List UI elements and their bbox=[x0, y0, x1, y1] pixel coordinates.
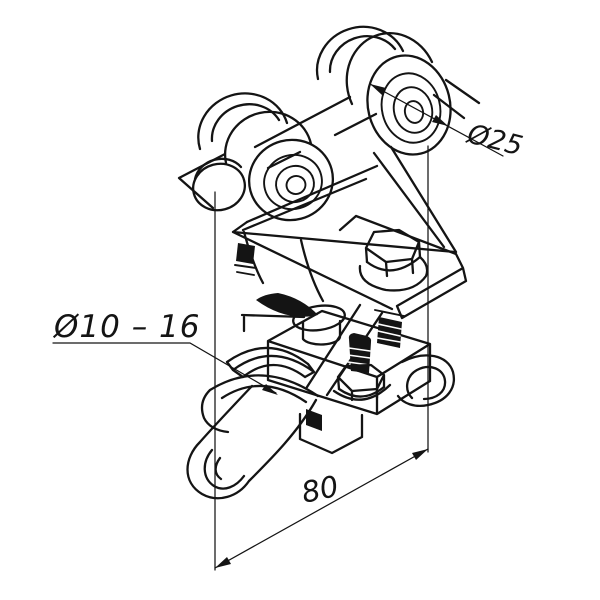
swivel-disc bbox=[292, 304, 346, 332]
wheel-front-left-flange-edge bbox=[263, 153, 323, 211]
kingpin-thread bbox=[377, 317, 402, 348]
clamp-block-slot bbox=[306, 409, 322, 431]
width-dimension-text: 80 bbox=[298, 469, 341, 510]
clamp-nut-washer bbox=[332, 383, 392, 401]
dimension-annotations: 80 Ø25 Ø10 – 16 bbox=[52, 83, 526, 571]
axle-end-cap-disc bbox=[192, 162, 246, 212]
roller-diameter-text: Ø25 bbox=[463, 118, 525, 162]
rear-clamp-bolt bbox=[236, 243, 255, 264]
wheel-front-right-back-flange bbox=[345, 32, 434, 106]
wheel-front-left-back-flange bbox=[223, 110, 313, 165]
hex-bolt-top-base bbox=[358, 255, 429, 292]
width-arrow-left bbox=[215, 557, 231, 568]
swivel-shaded-band bbox=[256, 293, 318, 317]
wheel-front-right-flange-edge bbox=[380, 72, 442, 144]
wheel-front-left-rim bbox=[247, 138, 335, 222]
rear-saddle-edge bbox=[240, 313, 306, 333]
clamp-nut bbox=[336, 363, 386, 402]
gusset-plate-edges bbox=[231, 220, 457, 311]
wheel-rear-right-flange-arcs bbox=[315, 25, 405, 81]
wheel-front-right bbox=[345, 32, 452, 156]
clamp-range-leader bbox=[52, 342, 277, 394]
hex-bolt-top bbox=[358, 228, 429, 292]
clamp-assembly bbox=[186, 303, 456, 500]
rear-clamp-bolt-nut-lines bbox=[234, 264, 257, 276]
wheel-front-right-hub bbox=[392, 86, 434, 134]
cable-tube bbox=[186, 384, 318, 500]
clamp-range-text: Ø10 – 16 bbox=[52, 309, 201, 345]
kingpin-thread-rings bbox=[376, 323, 402, 343]
kingpin-collar bbox=[374, 309, 405, 317]
hex-bolt-top-head bbox=[364, 228, 422, 278]
wheel-front-left-bore bbox=[285, 175, 307, 195]
roller-diameter-arrow-lower bbox=[432, 115, 448, 126]
width-dimension-line bbox=[214, 448, 429, 569]
hook-piece bbox=[396, 354, 456, 407]
side-bracket-arms bbox=[241, 145, 458, 254]
kingpin-cylinder bbox=[301, 319, 342, 346]
axle-end-cap-back-edge bbox=[193, 157, 243, 181]
wheel-front-left-hub bbox=[275, 164, 315, 204]
clamp-range-arrow bbox=[262, 384, 278, 395]
wheel-front-right-bore bbox=[403, 100, 425, 124]
wheel-rear-right bbox=[315, 25, 405, 81]
roller-diameter-arrow-upper bbox=[370, 84, 386, 95]
wheel-front-right-rim bbox=[366, 54, 452, 156]
clamp-stud bbox=[348, 333, 372, 373]
swivel-joint bbox=[234, 230, 346, 346]
axle-bracket-wedge bbox=[177, 152, 227, 210]
width-arrow-right bbox=[412, 449, 428, 460]
axle-end-cap bbox=[177, 152, 246, 212]
top-beam-edges bbox=[253, 78, 481, 170]
wheel-front-left bbox=[223, 110, 335, 222]
